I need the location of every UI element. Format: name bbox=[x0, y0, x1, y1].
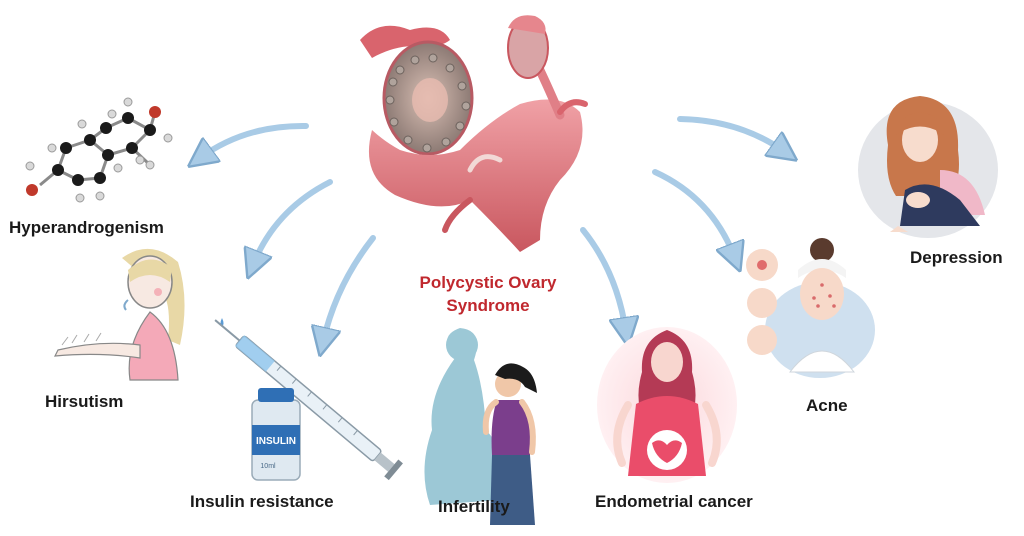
endometrial-cancer-icon bbox=[597, 327, 737, 483]
center-title: Polycystic Ovary Syndrome bbox=[388, 271, 588, 317]
label-endometrial-cancer: Endometrial cancer bbox=[595, 492, 753, 511]
arrow-to-hyperandrogenism bbox=[200, 122, 309, 158]
label-depression: Depression bbox=[910, 248, 1003, 267]
arrow-to-insulin-resistance bbox=[323, 235, 376, 342]
acne-icon bbox=[746, 238, 875, 378]
depression-icon bbox=[858, 96, 998, 238]
infertility-women-icon bbox=[424, 328, 537, 525]
label-infertility: Infertility bbox=[438, 497, 510, 516]
arrow-to-endometrial-cancer bbox=[580, 227, 626, 332]
syringe-and-vial-icon: INSULIN 10ml bbox=[214, 318, 403, 481]
center-title-line-1: Polycystic Ovary bbox=[419, 273, 557, 292]
label-hirsutism: Hirsutism bbox=[45, 392, 124, 411]
label-acne: Acne bbox=[806, 396, 848, 415]
arrow-to-hirsutism bbox=[253, 179, 333, 265]
steroid-molecule-icon bbox=[25, 97, 173, 203]
label-hyperandrogenism: Hyperandrogenism bbox=[9, 218, 164, 237]
vial-volume-text: 10ml bbox=[260, 463, 276, 470]
arrow-to-acne bbox=[652, 169, 735, 258]
hirsutism-woman-icon bbox=[53, 248, 185, 381]
center-title-line-2: Syndrome bbox=[446, 296, 530, 315]
vial-brand-text: INSULIN bbox=[256, 436, 296, 447]
arrow-to-depression bbox=[677, 116, 785, 152]
arrows bbox=[200, 116, 785, 342]
label-insulin-resistance: Insulin resistance bbox=[190, 492, 334, 511]
uterus-ovary-illustration bbox=[360, 15, 588, 252]
